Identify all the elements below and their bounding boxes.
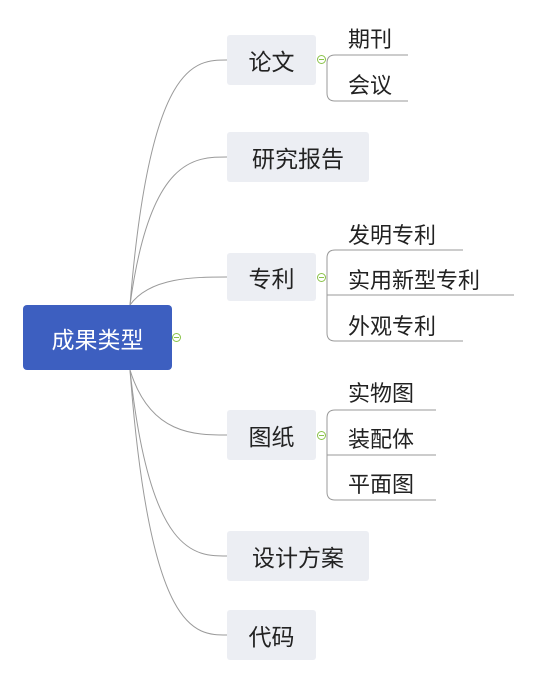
leaf-node-utility-patent[interactable]: 实用新型专利 [348,269,481,294]
leaf-connector [326,54,408,64]
leaf-connector [326,92,408,102]
collapse-minus-icon[interactable] [317,431,326,440]
leaf-node-design-patent[interactable]: 外观专利 [348,315,437,340]
leaf-node-invention-patent[interactable]: 发明专利 [348,224,437,249]
branch-connector [129,156,228,306]
branch-node-patent[interactable]: 专利 [227,253,316,301]
branch-connector [129,59,228,306]
branch-connector [129,369,228,636]
collapse-minus-icon[interactable] [317,55,326,64]
collapse-minus-icon[interactable] [172,333,181,342]
branch-node-design-plan[interactable]: 设计方案 [227,531,369,581]
branch-node-paper[interactable]: 论文 [227,35,316,85]
leaf-node-conference[interactable]: 会议 [348,74,393,99]
leaf-node-plan-view[interactable]: 平面图 [348,473,415,498]
leaf-connector [326,332,463,342]
leaf-connector [326,409,436,419]
branch-connector [129,276,228,306]
root-node[interactable]: 成果类型 [23,305,172,370]
leaf-connector [326,491,436,501]
leaf-node-journal[interactable]: 期刊 [348,28,393,53]
leaf-node-assembly[interactable]: 装配体 [348,428,415,453]
leaf-node-physical-drawing[interactable]: 实物图 [348,382,415,407]
branch-node-drawing[interactable]: 图纸 [227,410,316,460]
branch-node-research-report[interactable]: 研究报告 [227,132,369,182]
leaf-connector [326,249,463,259]
branch-connector [129,369,228,557]
branch-connector [129,369,228,436]
collapse-minus-icon[interactable] [317,273,326,282]
branch-node-code[interactable]: 代码 [227,610,316,660]
